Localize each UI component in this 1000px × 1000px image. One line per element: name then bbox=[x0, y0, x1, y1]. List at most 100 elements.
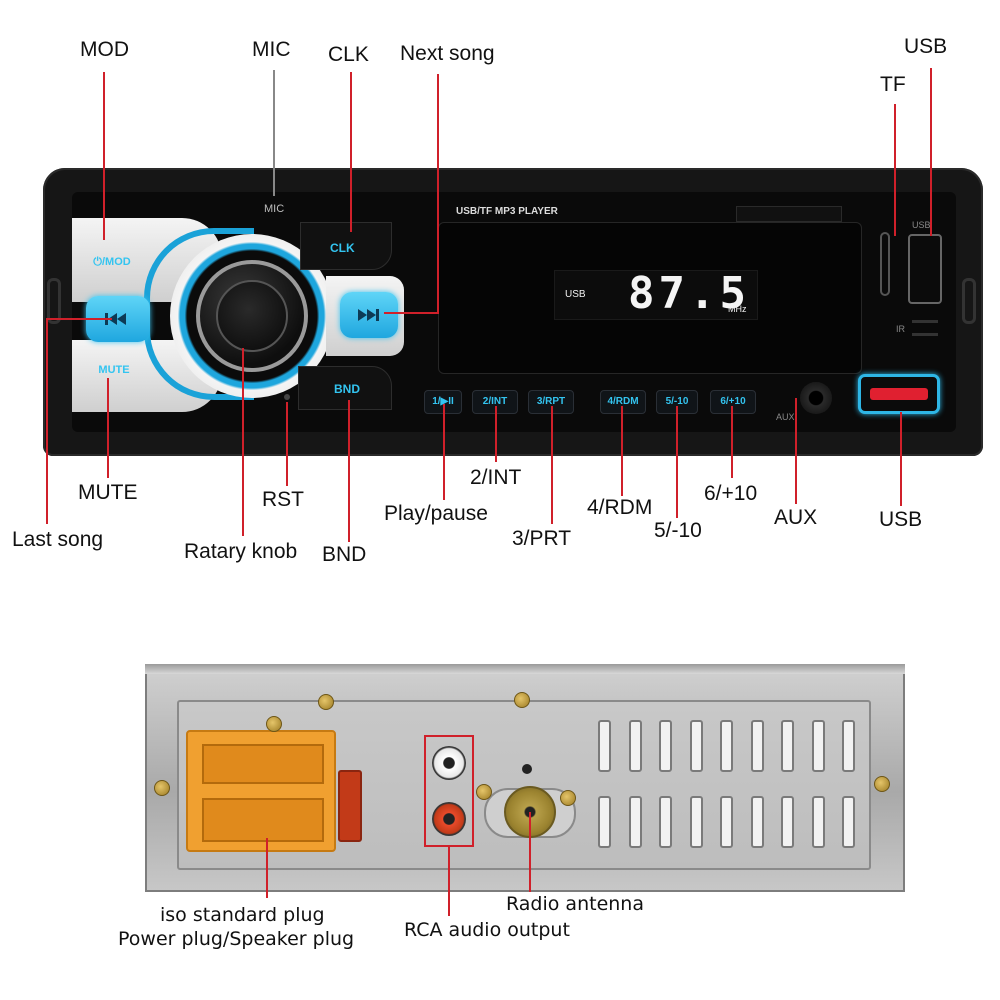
screw-top-left bbox=[266, 716, 282, 732]
iso-connector-upper bbox=[202, 744, 324, 784]
mod-key[interactable]: ⏻/MOD bbox=[93, 256, 131, 268]
label-rst: RST bbox=[262, 488, 304, 511]
label-antenna: Radio antenna bbox=[506, 893, 644, 915]
callout-line-mic bbox=[273, 70, 275, 196]
key-rpt[interactable]: 3/RPT bbox=[528, 390, 574, 414]
callout-line-rst bbox=[286, 402, 288, 486]
vent-slot bbox=[659, 720, 672, 772]
key-rdm[interactable]: 4/RDM bbox=[600, 390, 646, 414]
label-iso-line1: iso standard plug bbox=[160, 904, 325, 926]
screw-top-left-2 bbox=[318, 694, 334, 710]
lcd-unit: MHz bbox=[728, 304, 747, 314]
clk-key-label: CLK bbox=[330, 241, 355, 255]
callout-line-rdm bbox=[621, 406, 623, 496]
usb-port-red bbox=[870, 388, 928, 400]
ir-window bbox=[912, 320, 938, 336]
callout-line-mute bbox=[107, 378, 109, 478]
callout-line-play bbox=[443, 404, 445, 500]
callout-line-iso bbox=[266, 838, 268, 898]
vent-slot bbox=[689, 720, 703, 772]
label-minus10: 5/-10 bbox=[654, 519, 702, 542]
mic-text: MIC bbox=[264, 203, 285, 215]
lcd bbox=[554, 270, 758, 320]
callout-line-rca bbox=[448, 846, 450, 916]
callout-line-antenna bbox=[529, 812, 531, 892]
rst-hole[interactable] bbox=[284, 394, 290, 400]
usb-port-top[interactable] bbox=[908, 234, 942, 304]
callout-line-bnd bbox=[348, 400, 350, 542]
clk-key[interactable] bbox=[300, 222, 392, 270]
rca-red-jack[interactable] bbox=[432, 802, 466, 836]
left-ear bbox=[47, 278, 61, 324]
label-mute: MUTE bbox=[78, 481, 138, 504]
label-iso-line2: Power plug/Speaker plug bbox=[118, 928, 355, 950]
lcd-frequency: 87.5 bbox=[628, 268, 750, 319]
vent-slot bbox=[781, 720, 794, 772]
label-usb-bottom: USB bbox=[879, 508, 923, 531]
iso-fuse bbox=[338, 770, 362, 842]
antenna-hole bbox=[522, 764, 532, 774]
screw-right bbox=[874, 776, 890, 792]
aux-text: AUX bbox=[776, 412, 795, 422]
vent-slot bbox=[750, 796, 764, 848]
rca-white-jack[interactable] bbox=[432, 746, 466, 780]
callout-line-tf bbox=[894, 104, 896, 236]
vent-slot bbox=[842, 720, 855, 772]
screw-left bbox=[154, 780, 170, 796]
callout-line-usb-bottom bbox=[900, 412, 902, 506]
vent-slot bbox=[781, 796, 794, 848]
mute-key[interactable]: MUTE bbox=[98, 364, 130, 376]
callout-line-last-h bbox=[46, 318, 112, 320]
label-bnd: BND bbox=[322, 543, 367, 566]
next-track-icon bbox=[358, 309, 379, 321]
vent-slot bbox=[659, 796, 672, 848]
key-plus-10[interactable]: 6/+10 bbox=[710, 390, 756, 414]
back-top-lip bbox=[145, 664, 905, 674]
vent-slot bbox=[598, 720, 611, 772]
label-int: 2/INT bbox=[470, 466, 522, 489]
vent-slot bbox=[598, 796, 611, 848]
vent-slot bbox=[720, 720, 733, 772]
callout-line-last bbox=[46, 318, 48, 524]
vent-slot bbox=[720, 796, 733, 848]
callout-line-clk bbox=[350, 72, 352, 232]
screw-antenna-right bbox=[560, 790, 576, 806]
callout-line-mod bbox=[103, 72, 105, 240]
label-rotary-knob: Ratary knob bbox=[184, 540, 298, 563]
next-song-button[interactable] bbox=[340, 292, 398, 338]
callout-line-int bbox=[495, 406, 497, 462]
screw-antenna-left bbox=[476, 784, 492, 800]
lcd-source: USB bbox=[565, 289, 586, 300]
vent-slot bbox=[811, 720, 825, 772]
label-plus10: 6/+10 bbox=[704, 482, 758, 505]
callout-line-plus10 bbox=[731, 406, 733, 478]
label-play-pause: Play/pause bbox=[384, 502, 488, 525]
player-title: USB/TF MP3 PLAYER bbox=[456, 206, 558, 217]
bnd-key[interactable] bbox=[298, 366, 392, 410]
callout-line-next-h bbox=[384, 312, 439, 314]
tf-card-slot[interactable] bbox=[880, 232, 890, 296]
callout-line-usb-top bbox=[930, 68, 932, 236]
label-mod: MOD bbox=[80, 38, 129, 61]
callout-line-knob bbox=[242, 348, 244, 536]
label-mic: MIC bbox=[252, 38, 291, 61]
vent-slot bbox=[628, 796, 642, 848]
label-rca: RCA audio output bbox=[404, 919, 570, 941]
usb-port-text: USB bbox=[912, 220, 931, 230]
screw-top-center bbox=[514, 692, 530, 708]
label-next-song: Next song bbox=[400, 42, 495, 65]
label-prt: 3/PRT bbox=[512, 527, 572, 550]
callout-line-minus10 bbox=[676, 406, 678, 518]
vent-slot bbox=[689, 796, 703, 848]
label-last-song: Last song bbox=[12, 528, 104, 551]
vent-slot bbox=[811, 796, 825, 848]
label-tf: TF bbox=[880, 73, 906, 96]
callout-line-rpt bbox=[551, 406, 553, 524]
label-usb-top: USB bbox=[904, 35, 948, 58]
vent-slot bbox=[842, 796, 855, 848]
aux-jack[interactable] bbox=[800, 382, 832, 414]
vent-slot bbox=[750, 720, 764, 772]
iso-connector-lower bbox=[202, 798, 324, 842]
right-ear bbox=[962, 278, 976, 324]
callout-line-aux bbox=[795, 398, 797, 504]
